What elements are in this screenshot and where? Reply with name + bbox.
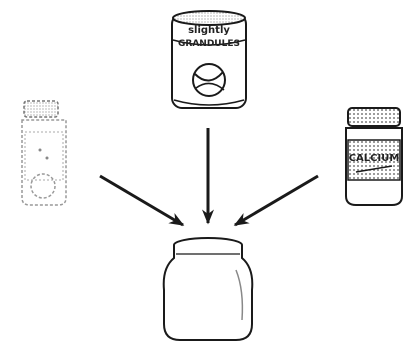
right-jar: CALCIUM xyxy=(346,108,402,205)
arrow-right-to-jar xyxy=(235,176,318,225)
tennis-ball-icon xyxy=(193,64,225,96)
left-pill-bottle xyxy=(22,101,66,205)
top-can-label-line1: slightly xyxy=(188,25,230,36)
target-jar xyxy=(164,238,253,340)
right-jar-label: CALCIUM xyxy=(349,153,400,164)
top-can-label-line2: GRANDULES xyxy=(178,39,240,49)
arrow-left-to-jar xyxy=(100,176,183,225)
top-can: slightly GRANDULES xyxy=(172,11,246,108)
